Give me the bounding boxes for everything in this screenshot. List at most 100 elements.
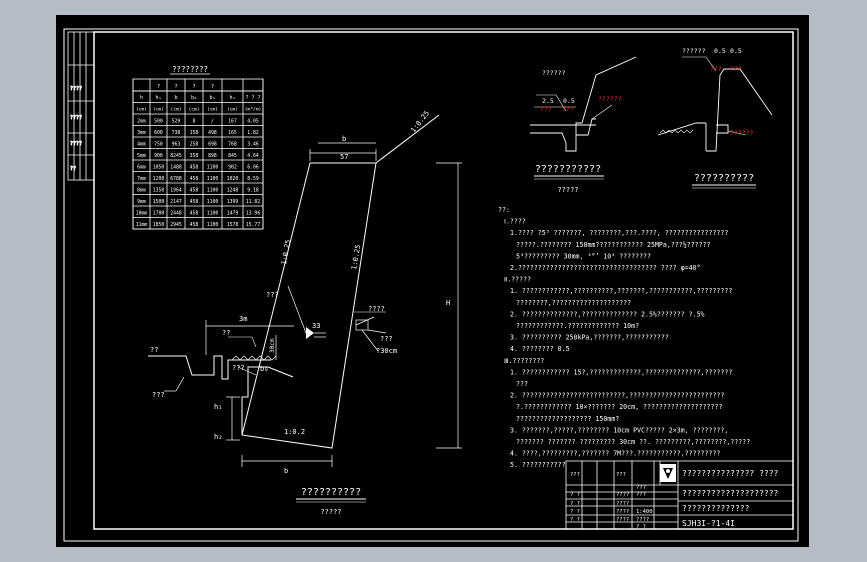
table-cell: 6.06	[247, 164, 259, 170]
table-cell: 529	[172, 118, 181, 124]
label-pipe2: ???	[380, 335, 393, 343]
title-block-cell: ? ?	[636, 524, 646, 530]
table-cell: 8mm	[137, 187, 146, 193]
table-cell: 845	[228, 153, 237, 159]
table-cell: 498	[208, 130, 217, 136]
table-top-label: ?	[157, 84, 160, 90]
table-cell: 1050	[153, 164, 165, 170]
title-block-cell: ????	[636, 517, 649, 523]
table-cell: 11mm	[136, 222, 148, 228]
label-30cm: ?30cm	[376, 347, 397, 355]
backfill-slope	[375, 114, 440, 164]
label-dim-3m: 3m	[239, 315, 247, 323]
detail-1-subtitle: ?????	[557, 186, 578, 194]
label-h1: h₁	[214, 403, 222, 411]
title-block-cell: ????	[616, 509, 629, 515]
table-cell: 458	[190, 187, 199, 193]
note-line: 3. ???????,?????,???????? 10cm PVC????? …	[510, 426, 728, 434]
title-block-drawing-no: SJH3I-?1-4I	[682, 519, 735, 528]
detail-1-labels: ?????? 2.5 0.5 ??? ??? ??????	[540, 69, 622, 113]
label-drain: ???	[266, 291, 279, 299]
detail2-label-05a: 0.5	[714, 47, 726, 55]
main-section-labels: b 57 1:0.25 1:0.25 1:0.25 H 3m 30cm ??? …	[150, 109, 450, 475]
table-cell: 358	[190, 153, 199, 159]
note-line: 2. ??????????????????????????,??????????…	[510, 392, 724, 400]
title-block-logo	[660, 464, 676, 482]
note-line: ???	[516, 380, 528, 388]
label-base: ???	[152, 391, 165, 399]
label-dim-57: 57	[340, 153, 348, 161]
table-cell: 15.77	[246, 222, 261, 228]
title-block	[565, 460, 794, 530]
note-line: ?.???????????? 10×??????? 20cm, ????????…	[516, 403, 722, 411]
table-title: ????????	[172, 65, 208, 74]
label-ground: ??	[150, 346, 158, 354]
title-block-cell: ????	[616, 517, 629, 523]
note-line: 2.??????????????????????????????????? ??…	[510, 264, 701, 272]
note-line: 2. ??????????????,?????????????? 2.5%???…	[510, 310, 705, 318]
detail2-label-05b: 0.5	[730, 47, 742, 55]
table-header: h	[140, 95, 143, 101]
title-block-cell: ???	[616, 472, 626, 478]
table-cell: 2147	[170, 199, 182, 205]
table-cell: 7mm	[137, 176, 146, 182]
table-cell: 5mm	[137, 153, 146, 159]
title-block-drawing-title: ????????????????????	[682, 489, 779, 498]
table-cell: 1700	[153, 210, 165, 216]
table-cell: 1100	[207, 199, 219, 205]
table-cell: 1350	[153, 187, 165, 193]
table-top-label: ?	[174, 84, 177, 90]
note-line: 5³????????? 30mm, ³°’ 10³ ????????	[516, 252, 651, 260]
label-22: ??	[222, 329, 230, 337]
note-line: ??????? ??????? ????????? 30cm ??. ?????…	[516, 438, 750, 446]
table-cell: 8	[193, 118, 196, 124]
note-line: ????????????.????????????? 10m?	[516, 322, 639, 330]
main-section-title: ??????????	[301, 487, 361, 498]
table-header: b₁	[209, 95, 215, 101]
table-cell: 902	[228, 164, 237, 170]
label-slope-bottom: 1:0.2	[284, 428, 305, 436]
design-notes: ??:Ⅰ.????1.???? ?5³ ???????, ????????,??…	[498, 206, 750, 469]
svg-text:??: ??	[70, 166, 76, 172]
note-line: ??:	[498, 206, 510, 214]
table-cell: 1850	[153, 222, 165, 228]
table-cell: /	[211, 118, 214, 124]
inner-frame	[93, 31, 794, 530]
detail-1	[530, 56, 637, 152]
detail1-label-25: 2.5	[542, 97, 554, 105]
table-cell: 768	[228, 141, 237, 147]
label-b-top: b	[342, 135, 346, 143]
note-line: 1. ???????????? 15?,?????????????,??????…	[510, 368, 732, 376]
table-cell: 8245	[170, 153, 182, 159]
title-block-cell: ? ?	[570, 517, 580, 523]
table-header: h₁	[155, 95, 161, 101]
note-line: Ⅲ.????????	[504, 357, 544, 365]
detail1-label-red3: ??????	[598, 95, 622, 103]
detail-1-title: ???????????	[535, 164, 601, 175]
detail1-label-red1: ???	[540, 105, 552, 113]
main-section	[148, 114, 462, 467]
detail2-label-red1: ???	[710, 65, 722, 73]
table-header-unit: (cm)	[227, 107, 238, 113]
table-header-unit: (cm)	[170, 107, 181, 113]
table-cell: 167	[228, 118, 237, 124]
detail2-label-red2: ???	[730, 65, 742, 73]
table-header: ? ? ?	[245, 95, 260, 101]
detail-2-labels: ?????? 0.5 0.5 ??? ??? ??????	[682, 47, 754, 137]
label-33: 33	[312, 322, 320, 330]
table-cell: 4mm	[137, 141, 146, 147]
table-cell: 458	[190, 222, 199, 228]
table-cell: 1100	[207, 176, 219, 182]
table-cell: 258	[190, 141, 199, 147]
svg-text:????: ????	[70, 115, 82, 121]
note-line: 4. ????,?????????,??????? 7M???.????????…	[510, 450, 720, 458]
table-cell: 3.46	[247, 141, 259, 147]
note-line: Ⅰ.????	[504, 218, 526, 226]
table-cell: 1248	[227, 187, 239, 193]
table-cell: 9mm	[137, 199, 146, 205]
table-top-label: ?	[192, 84, 195, 90]
note-line: 1. ????????????,??????????,???????,?????…	[510, 287, 732, 295]
table-cell: 458	[190, 164, 199, 170]
title-block-cell: ? ?	[570, 501, 580, 507]
